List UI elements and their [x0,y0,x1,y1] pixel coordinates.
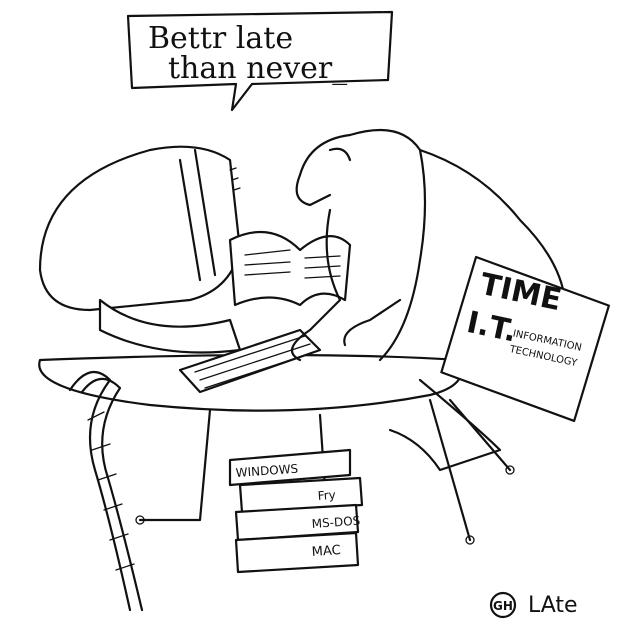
book-label-windows: WINDOWS [235,462,298,480]
artist-signature: GH LAte [489,591,578,619]
speech-bubble: Bettr late than never_ [126,10,394,112]
signature-mark: GH [493,599,513,613]
signature-text: LAte [528,593,578,618]
book-label-mac: MAC [311,543,341,560]
computer-monitor [38,145,242,354]
time-magazine: TIME I.T. INFORMATION TECHNOLOGY [440,255,610,423]
book-stack: WINDOWS Fry MS-DOS MAC [228,448,364,574]
open-book [228,230,352,307]
speech-line-1: Bettr late [148,21,293,56]
book-label-msdos: MS-DOS [311,514,360,531]
book-label-fry: Fry [317,488,336,503]
twisted-cable [68,370,144,612]
speech-line-2: than never_ [168,51,347,86]
man-figure [290,128,567,472]
